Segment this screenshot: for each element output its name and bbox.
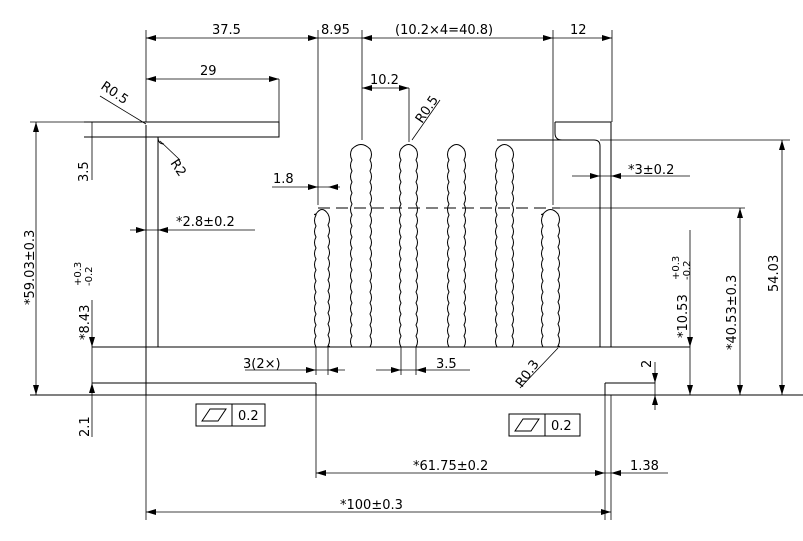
flatness-symbol-icon bbox=[514, 418, 540, 432]
svg-text:-0.2: -0.2 bbox=[682, 260, 693, 280]
dim-right-width: 12 bbox=[570, 23, 587, 38]
dim-bar-thickness: 3.5 bbox=[77, 161, 92, 182]
dim-fin-gap: 8.95 bbox=[321, 23, 350, 38]
svg-text:*8.43: *8.43 bbox=[78, 305, 93, 340]
dim-base-step: 2 bbox=[640, 360, 655, 368]
flatness-symbol-icon bbox=[201, 408, 227, 422]
dim-fin-pitch-total: (10.2×4=40.8) bbox=[395, 23, 493, 38]
dimension-labels: 37.5 8.95 (10.2×4=40.8) 12 29 10.2 R0.5 … bbox=[23, 23, 782, 513]
flatness-value-left: 0.2 bbox=[238, 409, 259, 424]
arrowheads bbox=[33, 35, 785, 515]
dim-lower-height: *8.43 +0.3 -0.2 bbox=[73, 262, 95, 340]
dim-fin-height: *40.53±0.3 bbox=[725, 275, 740, 350]
dim-overall-width: *100±0.3 bbox=[340, 498, 403, 513]
dim-base-thickness: 2.1 bbox=[78, 416, 93, 437]
fin-1 bbox=[314, 209, 330, 348]
fin-4 bbox=[447, 144, 466, 348]
svg-text:+0.3: +0.3 bbox=[73, 262, 84, 286]
dim-top-bar-length: 29 bbox=[200, 64, 217, 79]
dim-right-thickness: *3±0.2 bbox=[628, 163, 674, 178]
fin-2 bbox=[350, 144, 372, 348]
dim-fin-tip: 1.8 bbox=[273, 172, 294, 187]
dim-top-left-width: 37.5 bbox=[212, 23, 241, 38]
svg-text:+0.3: +0.3 bbox=[671, 256, 682, 280]
dim-total-height: 54.03 bbox=[767, 255, 782, 292]
dim-right-small: *10.53 +0.3 -0.2 bbox=[671, 256, 693, 338]
fin-6 bbox=[541, 209, 560, 348]
dim-overall-height: *59.03±0.3 bbox=[23, 230, 38, 305]
dim-radius-fin: R0.5 bbox=[413, 93, 442, 126]
dim-fin-width-2x: 3(2×) bbox=[243, 357, 281, 372]
profile-outline bbox=[30, 121, 803, 396]
dim-radius-root: R0.3 bbox=[513, 357, 543, 390]
flatness-value-right: 0.2 bbox=[551, 419, 572, 434]
fin-5 bbox=[495, 144, 514, 348]
svg-text:*10.53: *10.53 bbox=[676, 294, 691, 338]
dim-radius-corner: R2 bbox=[167, 157, 189, 180]
flatness-callout-right: 0.2 bbox=[508, 413, 581, 437]
dim-base-span: *61.75±0.2 bbox=[413, 459, 488, 474]
dim-fin-width: 3.5 bbox=[436, 357, 457, 372]
dim-radius-outer: R0.5 bbox=[98, 79, 131, 108]
fin-group bbox=[314, 144, 560, 348]
flatness-callout-left: 0.2 bbox=[195, 403, 266, 427]
fin-3 bbox=[399, 144, 418, 348]
svg-text:-0.2: -0.2 bbox=[84, 266, 95, 286]
dim-base-offset: 1.38 bbox=[630, 459, 659, 474]
dim-wall-thickness: *2.8±0.2 bbox=[176, 215, 235, 230]
dim-fin-pitch: 10.2 bbox=[370, 73, 399, 88]
